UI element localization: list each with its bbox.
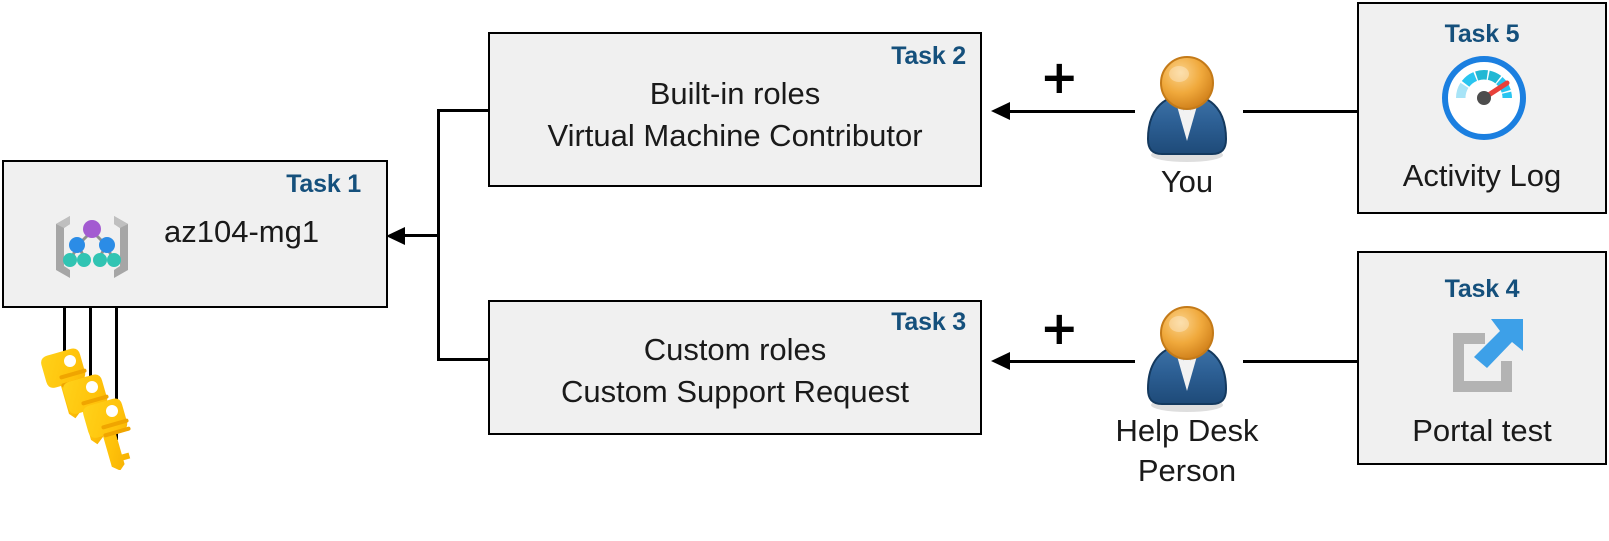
task-4-box[interactable]: Task 4 Portal test: [1357, 251, 1607, 465]
connector-task2-to-bracket: [437, 109, 492, 112]
task-2-box[interactable]: Task 2 Built-in roles Virtual Machine Co…: [488, 32, 982, 187]
task-4-label: Task 4: [1444, 275, 1520, 303]
plus-sign-helpdesk: +: [1040, 301, 1079, 355]
task-3-box[interactable]: Task 3 Custom roles Custom Support Reque…: [488, 300, 982, 435]
activity-gauge-icon: [1442, 56, 1526, 140]
connector-you-to-task2: [1010, 110, 1135, 113]
task-3-line-1: Custom roles: [643, 332, 827, 367]
keys-icon: [38, 345, 153, 471]
connector-task3-to-bracket: [437, 358, 492, 361]
external-link-icon: [1443, 311, 1529, 397]
task-5-label: Task 5: [1444, 20, 1520, 48]
connector-key-1: [63, 260, 66, 392]
arrowhead-into-task1: [386, 227, 405, 245]
task-2-line-1: Built-in roles: [649, 76, 821, 111]
connector-you-to-task5: [1243, 110, 1368, 113]
connector-helpdesk-to-task3: [1010, 360, 1135, 363]
connector-helpdesk-to-task4: [1243, 360, 1368, 363]
person-icon-helpdesk: [1137, 305, 1237, 413]
actor-helpdesk-caption-line-2: Person: [1137, 453, 1237, 488]
connector-bracket-to-task1: [405, 234, 439, 237]
actor-helpdesk-caption-line-1: Help Desk: [1115, 413, 1259, 448]
connector-key-3: [115, 275, 118, 440]
task-1-box[interactable]: Task 1: [2, 160, 388, 308]
task-2-line-2: Virtual Machine Contributor: [547, 118, 923, 153]
task-3-label: Task 3: [891, 308, 966, 336]
connector-key-2: [89, 260, 92, 420]
task-3-line-2: Custom Support Request: [560, 374, 910, 409]
task-5-box[interactable]: Task 5 Activity Log: [1357, 2, 1607, 214]
task-1-text: az104-mg1: [164, 214, 320, 249]
person-icon-you: [1137, 55, 1237, 163]
management-group-icon: [44, 198, 140, 290]
arrowhead-into-task2: [991, 102, 1010, 120]
arrowhead-into-task3: [991, 352, 1010, 370]
task-2-label: Task 2: [891, 42, 966, 70]
plus-sign-you: +: [1040, 50, 1079, 104]
task-1-label: Task 1: [286, 170, 361, 198]
task-4-text: Portal test: [1412, 413, 1552, 448]
actor-you-caption: You: [1160, 164, 1214, 199]
task-5-text: Activity Log: [1402, 158, 1562, 193]
